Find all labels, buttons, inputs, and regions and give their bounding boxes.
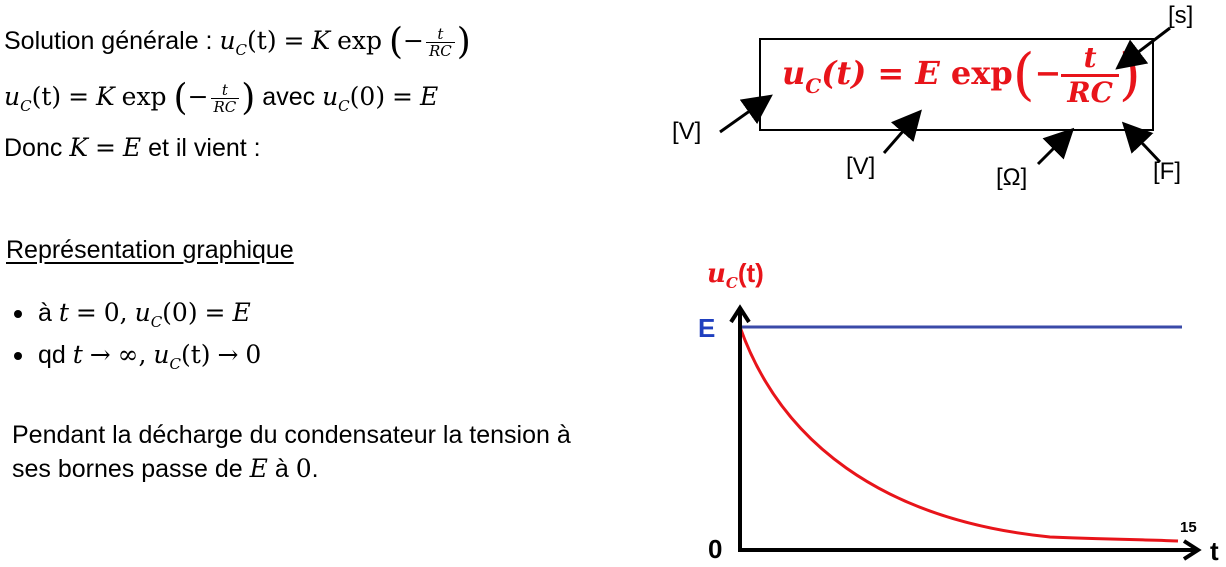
graph-x-axis-label: t: [1210, 536, 1219, 566]
bullet-dot: [14, 310, 22, 319]
arrow-lhs: [719, 94, 773, 134]
graph-y-axis-label: uC(t): [707, 258, 764, 292]
page-number: 15: [1180, 519, 1197, 536]
bullet-dot: [14, 352, 22, 361]
graph-label-E: E: [698, 313, 716, 343]
unit-label-R: [Ω]: [996, 164, 1028, 191]
y-axis-arrowhead: [729, 304, 751, 324]
discharge-paragraph-line2: ses bornes passe de E à 0.: [12, 454, 319, 483]
arrow-t: [1115, 26, 1171, 70]
avec-label: avec: [262, 83, 316, 112]
unit-label-C: [F]: [1153, 158, 1181, 185]
unit-label-E: [V]: [846, 153, 876, 180]
arrow-E: [882, 109, 922, 154]
general-solution-label: Solution générale :: [4, 27, 213, 56]
unit-label-t: [s]: [1168, 2, 1194, 29]
arrow-C: [1121, 121, 1162, 164]
conclusion-line: Donc K = E et il vient :: [4, 133, 261, 162]
discharge-paragraph-line1: Pendant la décharge du condensateur la t…: [12, 421, 571, 449]
section-heading: Représentation graphique: [6, 236, 294, 264]
bullet-limit-value: qd t → ∞, uC(t) → 0: [14, 340, 261, 379]
unit-label-lhs: [V]: [672, 118, 702, 145]
x-axis-arrowhead: [1182, 539, 1202, 561]
bullet-initial-value: à t = 0, uC(0) = E: [14, 298, 251, 337]
formula-box: [759, 38, 1154, 131]
arrow-R: [1036, 127, 1075, 166]
graph-label-origin: 0: [708, 534, 723, 564]
discharge-curve: [738, 326, 1179, 543]
